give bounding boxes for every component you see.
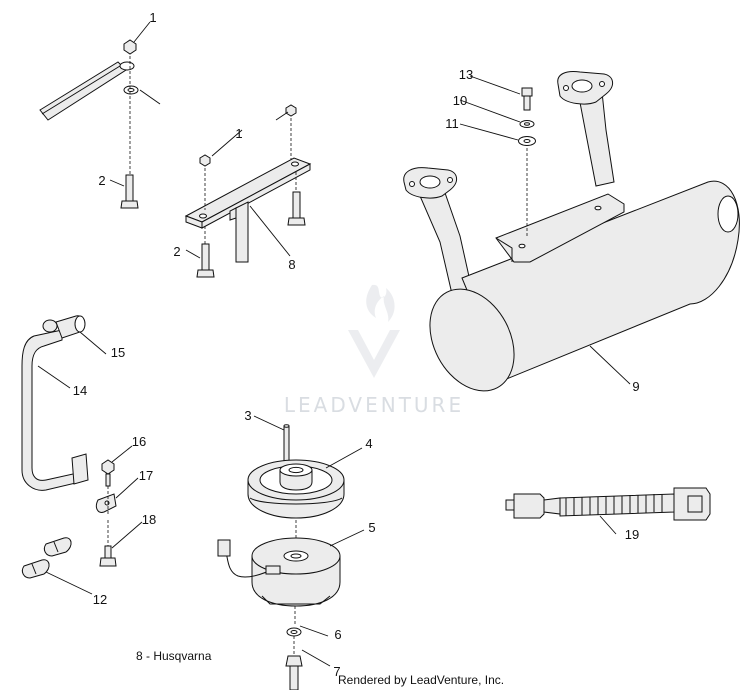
callout-2-cable-bolt: 2	[98, 173, 105, 188]
clip-lower	[21, 559, 50, 579]
washer-clutch	[286, 627, 302, 637]
key	[283, 424, 290, 465]
bolt-bracket-left	[196, 243, 215, 278]
callout-1-bracket-nut: 1	[235, 126, 242, 141]
clamp	[95, 493, 117, 513]
bolt-clamp	[99, 545, 117, 567]
cable-assembly	[39, 61, 161, 121]
callout-6-washer: 6	[334, 627, 341, 642]
credit-line: Rendered by LeadVenture, Inc.	[338, 673, 504, 687]
nut-bracket-left	[199, 154, 211, 167]
clip-upper	[43, 537, 72, 557]
callout-7-bolt: 7	[333, 664, 340, 679]
callout-1-cable-nut: 1	[149, 10, 156, 25]
callout-12-clip: 12	[93, 592, 107, 607]
wiring-harness	[505, 487, 711, 521]
washer-muffler-large	[518, 136, 536, 146]
leadventure-watermark-logo	[348, 284, 400, 378]
callout-3-key: 3	[244, 408, 251, 423]
bracket	[184, 157, 312, 263]
bolt-clutch	[285, 655, 303, 690]
callout-11-washer: 11	[445, 116, 459, 131]
callout-14-tube: 14	[73, 383, 87, 398]
callout-15-fitting: 15	[111, 345, 125, 360]
muffler	[403, 71, 740, 392]
callout-2-bracket-bolt: 2	[173, 244, 180, 259]
leader-lines	[37, 21, 631, 667]
bolt-top-left	[120, 174, 139, 209]
nut-bracket-right	[285, 104, 297, 117]
bolt-bracket-right	[287, 191, 306, 226]
callout-13-bolt: 13	[459, 67, 473, 82]
callout-8-bracket: 8	[288, 257, 295, 272]
callout-16-screw: 16	[132, 434, 146, 449]
callout-4-pulley: 4	[365, 436, 372, 451]
watermark-text: LEADVENTURE	[284, 393, 464, 417]
nut-top-left	[123, 39, 137, 55]
washer-muffler-small	[519, 120, 535, 128]
fitting	[42, 315, 86, 339]
screw-clamp	[101, 459, 115, 487]
callout-5-clutch: 5	[368, 520, 375, 535]
bolt-muffler	[521, 87, 533, 111]
washer-top-left	[123, 85, 139, 95]
footnote: 8 - Husqvarna	[136, 649, 212, 663]
pulley	[247, 459, 345, 519]
callout-17-clamp: 17	[139, 468, 153, 483]
callout-18-bolt: 18	[142, 512, 156, 527]
electric-clutch	[217, 537, 341, 607]
tube	[21, 329, 89, 491]
callout-10-washer: 10	[453, 93, 467, 108]
callout-19-harness: 19	[625, 527, 639, 542]
callout-9-muffler: 9	[632, 379, 639, 394]
